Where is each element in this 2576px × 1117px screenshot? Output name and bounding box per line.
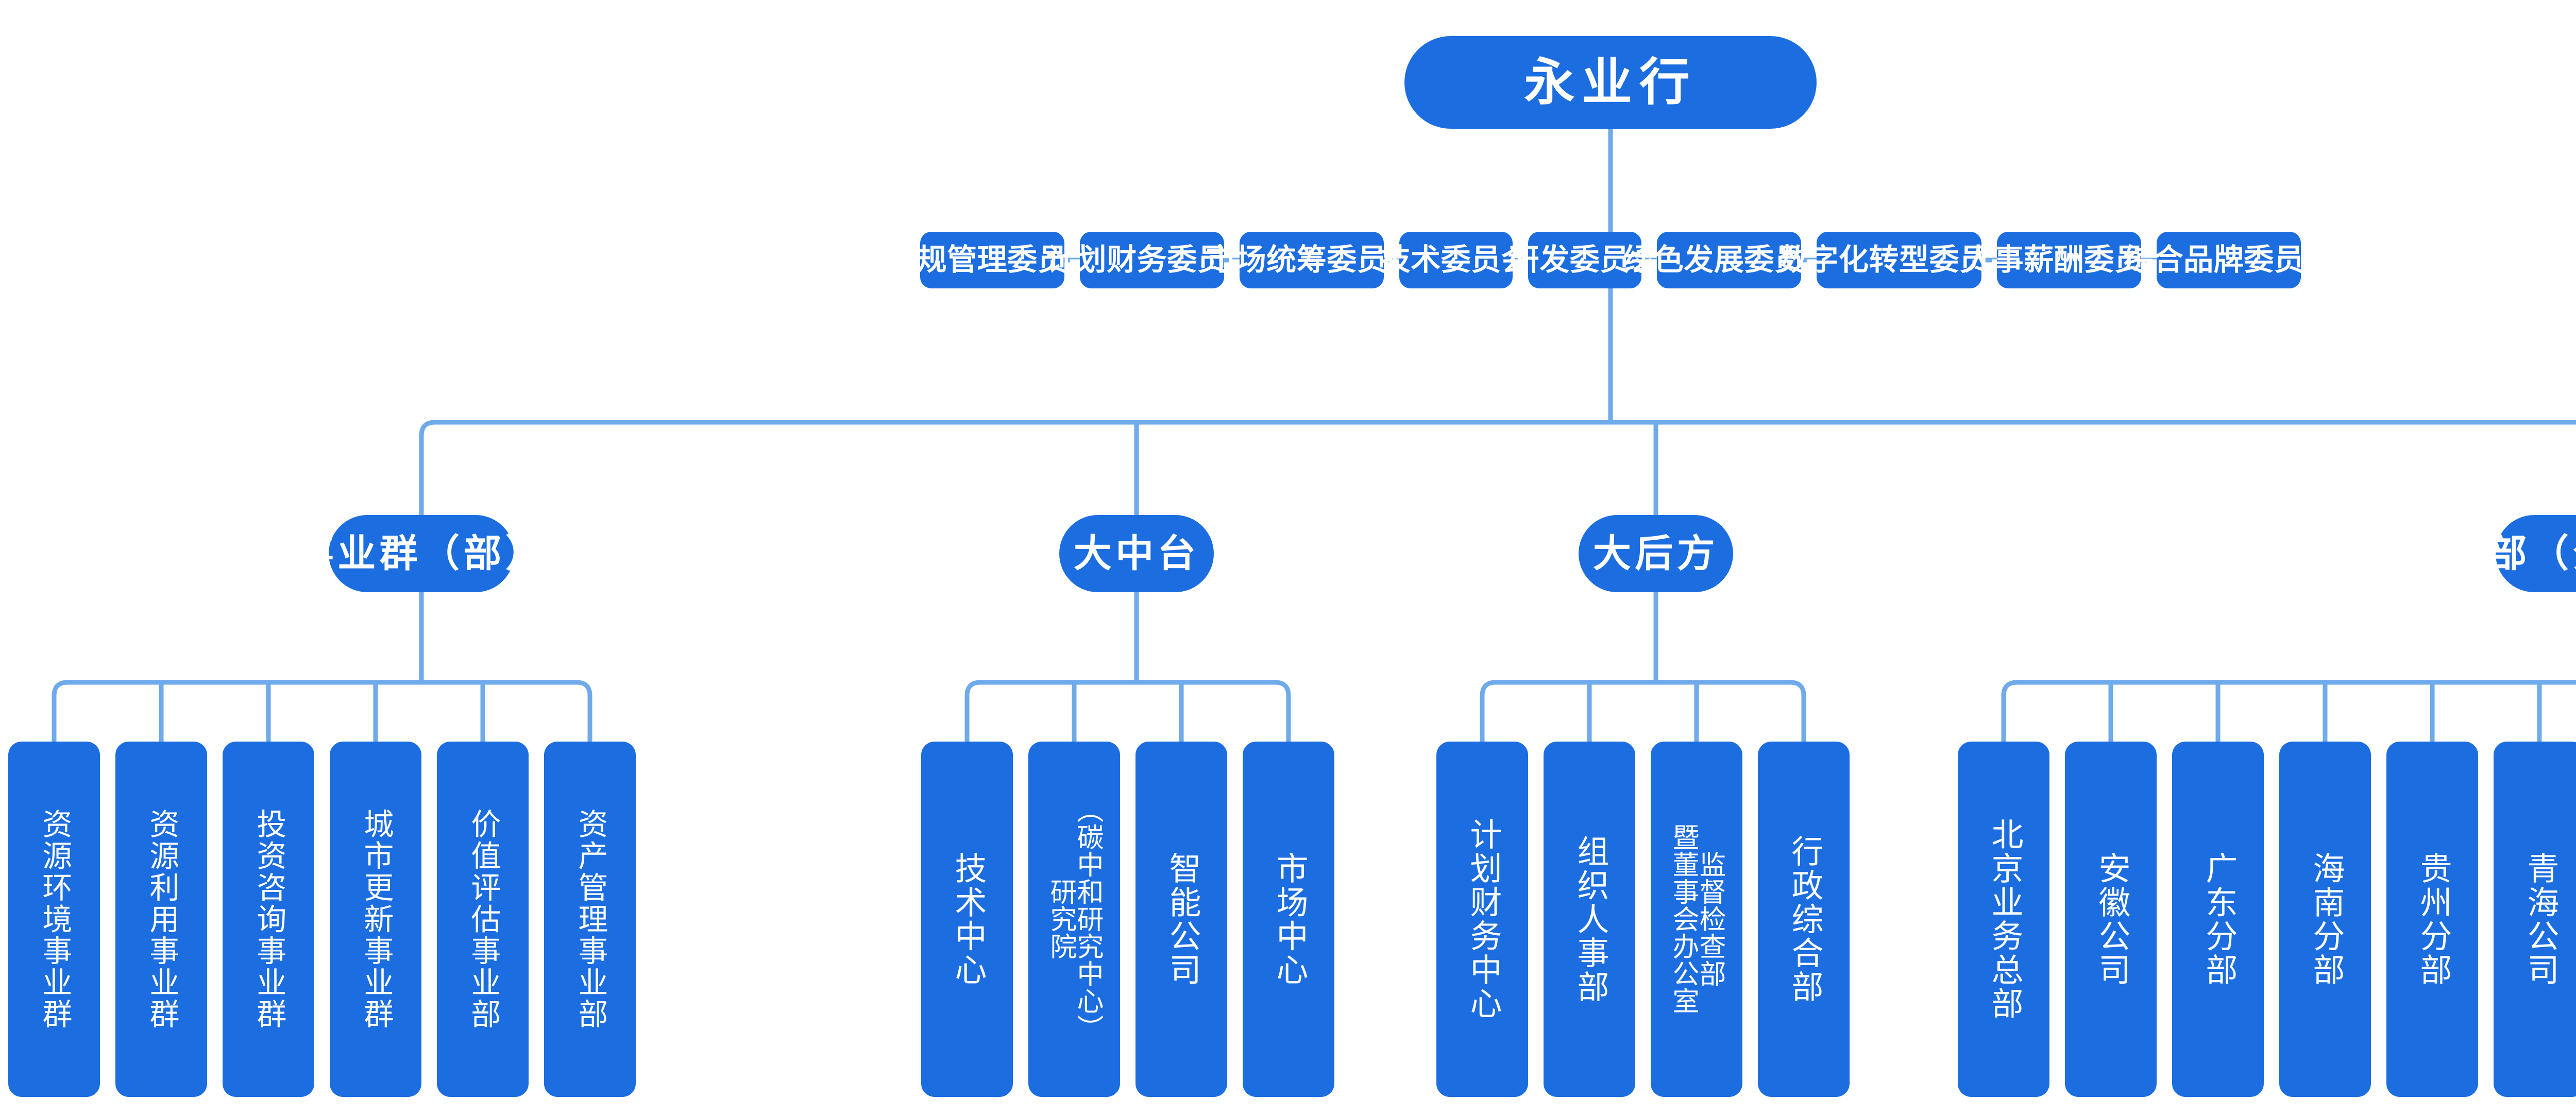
leaf-node-3-2[interactable]: 组织人事部 <box>1544 742 1635 1097</box>
root-node[interactable]: 永业行 <box>1404 36 1817 129</box>
leaf-label: 青海公司 <box>2522 851 2558 987</box>
leaf-node-3-3[interactable]: 监督检查部暨董事会办公室 <box>1651 742 1742 1097</box>
committee-node-8[interactable]: 人事薪酬委员会 <box>1963 232 2174 288</box>
leaf-node-4-4[interactable]: 海南分部 <box>2279 742 2371 1097</box>
division-node-3[interactable]: 大后方 <box>1579 515 1733 592</box>
leaf-label: 计划财务中心 <box>1465 817 1501 1021</box>
division-node-1[interactable]: 事业群（部） <box>296 515 544 592</box>
committee-node-7[interactable]: 数字化转型委员会 <box>1778 232 2020 288</box>
committee-label: 技术委员会 <box>1380 243 1532 277</box>
leaf-label: 北京业务总部 <box>1986 817 2022 1021</box>
leaf-node-4-2[interactable]: 安徽公司 <box>2065 742 2157 1097</box>
leaf-label-col-2: 暨董事会办公室 <box>1668 823 1698 1015</box>
leaf-label-columns: 监督检查部暨董事会办公室 <box>1668 742 1725 1097</box>
leaf-node-2-4[interactable]: 市场中心 <box>1243 742 1334 1097</box>
leaf-node-2-3[interactable]: 智能公司 <box>1136 742 1227 1097</box>
leaf-node-2-1[interactable]: 技术中心 <box>921 742 1013 1097</box>
committee-label: 研发委员会 <box>1509 243 1660 277</box>
leaf-node-2-2[interactable]: （碳中和研究中心）研究院 <box>1028 742 1120 1097</box>
committee-label: 绿色发展委员会 <box>1623 243 1835 277</box>
leaf-label: 资源环境事业群 <box>38 808 72 1030</box>
committee-label: 人事薪酬委员会 <box>1963 243 2175 277</box>
leaf-node-1-3[interactable]: 投资咨询事业群 <box>223 742 314 1097</box>
leaf-label: 智能公司 <box>1164 851 1200 987</box>
leaf-node-4-6[interactable]: 青海公司 <box>2494 742 2576 1097</box>
leaf-label: 城市更新事业群 <box>359 808 393 1030</box>
committee-label: 综合品牌委员会 <box>2123 243 2335 277</box>
leaf-node-3-1[interactable]: 计划财务中心 <box>1436 742 1528 1097</box>
leaf-label: 资产管理事业部 <box>573 808 607 1030</box>
division-label: 大中台 <box>1073 531 1200 575</box>
leaf-node-4-5[interactable]: 贵州分部 <box>2386 742 2478 1097</box>
committee-node-3[interactable]: 市场统筹委员会 <box>1206 232 1417 288</box>
leaf-node-1-5[interactable]: 价值评估事业部 <box>437 742 529 1097</box>
leaf-node-4-3[interactable]: 广东分部 <box>2172 742 2264 1097</box>
division-node-2[interactable]: 大中台 <box>1059 515 1214 592</box>
division-label: 事业群（部） <box>295 531 548 575</box>
leaf-label: 组织人事部 <box>1572 834 1608 1004</box>
committee-node-4[interactable]: 技术委员会 <box>1381 232 1531 288</box>
committee-node-2[interactable]: 计划财务委员会 <box>1046 232 1257 288</box>
division-label: 分部（分公司） <box>2447 531 2576 575</box>
leaf-node-1-1[interactable]: 资源环境事业群 <box>8 742 100 1097</box>
committee-node-5[interactable]: 研发委员会 <box>1510 232 1660 288</box>
leaf-label: 海南分部 <box>2308 851 2344 987</box>
leaf-node-1-4[interactable]: 城市更新事业群 <box>330 742 421 1097</box>
division-node-4[interactable]: 分部（分公司） <box>2447 515 2576 592</box>
committee-node-6[interactable]: 绿色发展委员会 <box>1623 232 1834 288</box>
leaf-label-col-1: 监督检查部 <box>1695 851 1725 988</box>
leaf-label: 资源利用事业群 <box>145 808 179 1030</box>
division-label: 大后方 <box>1592 531 1719 575</box>
leaf-label-columns: （碳中和研究中心）研究院 <box>1046 742 1103 1097</box>
leaf-label: 技术中心 <box>950 851 986 987</box>
leaf-label-col-2: 研究院 <box>1046 878 1076 960</box>
committee-label: 计划财务委员会 <box>1046 243 1258 277</box>
root-label: 永业行 <box>1524 54 1697 111</box>
leaf-label: 广东分部 <box>2200 851 2236 987</box>
leaf-label: 行政综合部 <box>1786 834 1822 1004</box>
committee-node-1[interactable]: 合规管理委员会 <box>887 232 1097 288</box>
leaf-node-1-2[interactable]: 资源利用事业群 <box>115 742 207 1097</box>
committee-label: 合规管理委员会 <box>886 243 1098 277</box>
leaf-label-col-1: （碳中和研究中心） <box>1073 796 1103 1042</box>
leaf-node-1-6[interactable]: 资产管理事业部 <box>544 742 636 1097</box>
leaf-label: 贵州分部 <box>2415 851 2451 987</box>
leaf-label: 投资咨询事业群 <box>252 808 286 1030</box>
leaf-node-3-4[interactable]: 行政综合部 <box>1758 742 1850 1097</box>
committee-label: 市场统筹委员会 <box>1206 243 1418 277</box>
leaf-label: 安徽公司 <box>2093 851 2129 987</box>
leaf-label: 市场中心 <box>1271 851 1307 987</box>
leaf-node-4-1[interactable]: 北京业务总部 <box>1958 742 2049 1097</box>
committee-node-9[interactable]: 综合品牌委员会 <box>2123 232 2334 288</box>
leaf-label: 价值评估事业部 <box>466 808 500 1030</box>
committee-label: 数字化转型委员会 <box>1778 243 2020 277</box>
